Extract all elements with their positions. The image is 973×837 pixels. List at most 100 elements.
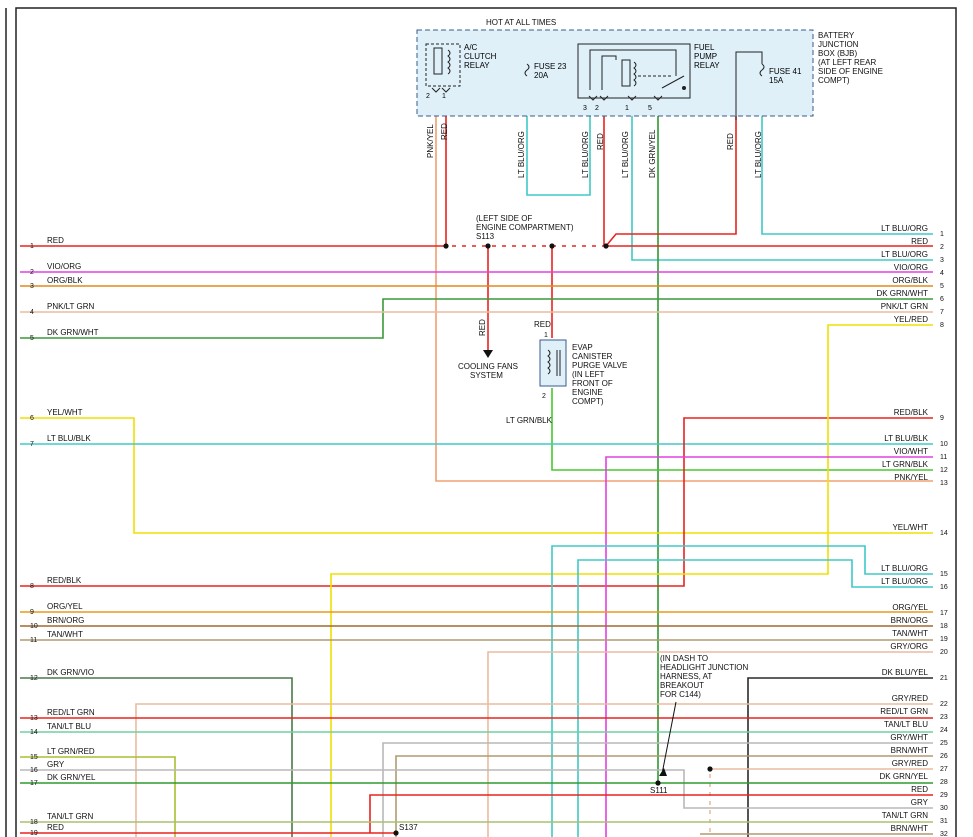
left-wire-number: 2: [30, 269, 34, 276]
evap-label-line: COMPT): [572, 397, 604, 406]
left-wire-label: LT GRN/RED: [47, 747, 95, 756]
right-wire-label: ORG/YEL: [892, 603, 928, 612]
fuse-23-label-line: FUSE 23: [534, 62, 567, 71]
right-wire-number: 29: [940, 792, 948, 799]
right-wire-number: 28: [940, 779, 948, 786]
right-wire-number: 30: [940, 805, 948, 812]
page-frame: [15, 7, 957, 837]
left-wire-label: TAN/LT GRN: [47, 812, 93, 821]
right-wire-label: LT BLU/BLK: [884, 434, 928, 443]
s113-label-line: (LEFT SIDE OF: [476, 214, 532, 223]
s113-label-line: ENGINE COMPARTMENT): [476, 223, 574, 232]
fuse-23-symbol: [524, 63, 530, 77]
left-wire-label: PNK/LT GRN: [47, 302, 94, 311]
right-wire-label: GRY/WHT: [890, 733, 928, 742]
fuel-pump-relay: FUEL PUMP RELAY 3 2 1 5: [577, 43, 720, 112]
evap-pin-1: 1: [544, 332, 548, 339]
right-wire-number: 26: [940, 753, 948, 760]
left-wire-label: RED: [47, 823, 64, 832]
bjb-label-line: SIDE OF ENGINE: [818, 67, 883, 76]
left-wire-label: DK GRN/WHT: [47, 328, 99, 337]
wire-dk-blu-yel: [747, 677, 933, 837]
cooling-fans-label-line: SYSTEM: [470, 371, 503, 380]
right-wire-number: 20: [940, 649, 948, 656]
left-wire-label: ORG/YEL: [47, 602, 83, 611]
right-wire-number: 1: [940, 231, 944, 238]
s111-label-line: HARNESS, AT: [660, 672, 712, 681]
wire-red-blk: [20, 417, 933, 587]
fuel-relay-label-line: FUEL: [694, 43, 715, 52]
fuel-relay-internal-wire: [601, 55, 617, 90]
left-wire-number: 5: [30, 335, 34, 342]
right-wire-number: 18: [940, 623, 948, 630]
right-wire-label: RED: [911, 785, 928, 794]
wire-label-red-ac: RED: [440, 123, 449, 140]
fp-pin-1-arrow: [627, 95, 637, 101]
left-wire-number: 10: [30, 623, 38, 630]
s111-label-line: HEADLIGHT JUNCTION: [660, 663, 749, 672]
right-wire-label: LT BLU/ORG: [881, 250, 928, 259]
hot-at-all-times-label: HOT AT ALL TIMES: [486, 18, 556, 27]
fuel-relay-coil-icon: [633, 61, 637, 87]
fuel-relay-switch: [661, 75, 685, 89]
right-wire-number: 16: [940, 584, 948, 591]
right-wire-label: LT GRN/BLK: [882, 460, 929, 469]
left-wire-number: 16: [30, 767, 38, 774]
splice-dot: [655, 780, 661, 786]
fuel-relay-internal-wire: [589, 49, 677, 90]
right-wire-number: 3: [940, 257, 944, 264]
cooling-fans-system: COOLING FANS SYSTEM RED: [458, 319, 518, 380]
cooling-fans-arrow-icon: [483, 350, 493, 358]
right-wire-label: GRY/RED: [892, 694, 929, 703]
right-wire-number: 5: [940, 283, 944, 290]
wire-lt-blu-org-fp1: [631, 100, 933, 261]
wire-layer: [20, 30, 933, 837]
evap-label-line: FRONT OF: [572, 379, 613, 388]
right-wire-label: BRN/WHT: [891, 746, 928, 755]
left-wire-number: 4: [30, 309, 34, 316]
right-wire-number: 9: [940, 415, 944, 422]
splice-dot: [549, 243, 555, 249]
wire-label-lt-blu-org-fp: LT BLU/ORG: [581, 131, 590, 178]
evap-label-line: CANISTER: [572, 352, 613, 361]
left-wire-number: 6: [30, 415, 34, 422]
right-wire-number: 8: [940, 322, 944, 329]
fuel-relay-pin-3: 3: [583, 105, 587, 112]
left-wire-number: 11: [30, 637, 37, 644]
left-wire-label: RED: [47, 236, 64, 245]
wire-lt-grn-blk: [551, 388, 933, 471]
right-wire-number: 13: [940, 480, 948, 487]
wire-red-f41: [605, 116, 737, 247]
right-wire-number: 10: [940, 441, 948, 448]
right-wire-number: 27: [940, 766, 948, 773]
right-wire-label: LT BLU/ORG: [881, 577, 928, 586]
left-wire-number: 13: [30, 715, 38, 722]
splice-s113-label: (LEFT SIDE OF ENGINE COMPARTMENT) S113: [476, 214, 574, 241]
right-wire-label: LT BLU/ORG: [881, 564, 928, 573]
fuel-relay-contact: [682, 86, 686, 90]
right-wire-label: ORG/BLK: [892, 276, 928, 285]
left-wire-number: 7: [30, 441, 34, 448]
wire-label-lt-blu-org-f23: LT BLU/ORG: [517, 131, 526, 178]
vertical-wire-labels: PNK/YEL RED LT BLU/ORG LT BLU/ORG RED LT…: [426, 123, 763, 178]
ac-relay-pin-1: 1: [442, 93, 446, 100]
wire-label-lt-blu-org-f41: LT BLU/ORG: [754, 131, 763, 178]
right-wire-number: 14: [940, 530, 948, 537]
wire-vio-wht: [605, 456, 933, 837]
splice-s111-label: (IN DASH TO HEADLIGHT JUNCTION HARNESS, …: [399, 654, 749, 832]
s111-id: S111: [650, 786, 668, 795]
left-wire-label: RED/BLK: [47, 576, 82, 585]
fuse-41-symbol: [759, 63, 765, 77]
left-wire-number: 15: [30, 754, 38, 761]
right-wire-label: DK GRN/YEL: [880, 772, 929, 781]
fp-pin-5-arrow: [653, 95, 663, 101]
ac-relay-coil: [433, 47, 443, 75]
wire-brn-wht-26: [395, 755, 933, 837]
fuel-relay-label-line: RELAY: [694, 61, 720, 70]
evap-pin-2: 2: [542, 393, 546, 400]
bjb-label-line: COMPT): [818, 76, 850, 85]
splice-dot: [603, 243, 609, 249]
right-wire-label: DK BLU/YEL: [882, 668, 929, 677]
right-wire-label: PNK/YEL: [894, 473, 928, 482]
